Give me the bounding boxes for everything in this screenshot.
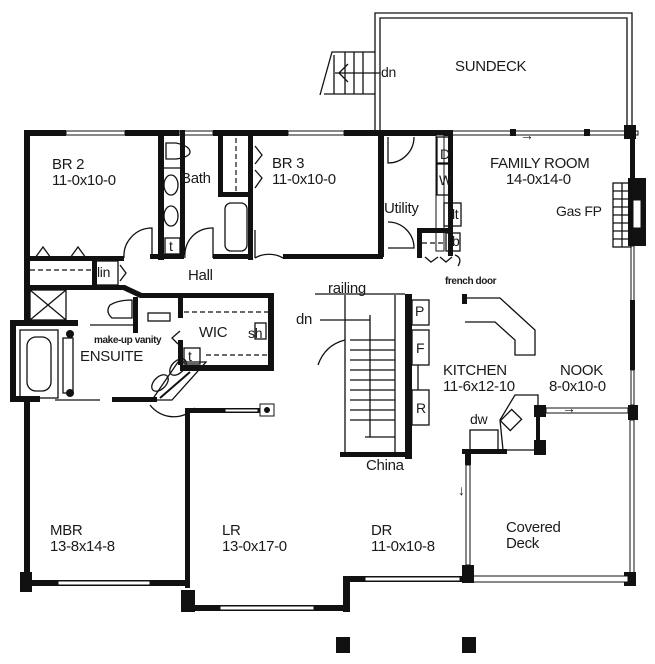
room-label-hall: Hall	[188, 267, 213, 284]
utility-walls	[387, 130, 462, 267]
laundry-tub-label: lt	[452, 206, 459, 222]
dryer-label: D	[440, 146, 450, 162]
shower-label: sh	[248, 325, 263, 341]
room-label-dr: DR	[371, 522, 393, 539]
room-label-utility: Utility	[384, 200, 419, 217]
room-dims-br3: 11-0x10-0	[272, 171, 336, 188]
ensuite-toilet-label: t	[188, 348, 192, 364]
room-dims-family-room: 14-0x14-0	[506, 171, 571, 188]
gas-fireplace	[612, 182, 642, 248]
exterior-walls	[20, 125, 646, 612]
bedroom-wing-walls	[24, 130, 384, 290]
refrigerator-label: R	[416, 400, 426, 416]
dishwasher-label: dw	[470, 411, 488, 427]
main-stairs-dn-label: dn	[296, 311, 313, 328]
ensuite-wic-walls	[10, 285, 274, 418]
room-label-wic: WIC	[199, 324, 228, 341]
room-label-br2: BR 2	[52, 156, 85, 173]
room-dims-kitchen: 11-6x12-10	[443, 378, 515, 395]
porch-post-right	[462, 637, 476, 653]
room-dims-mbr: 13-8x14-8	[50, 538, 115, 555]
freezer-label: F	[416, 340, 425, 356]
sundeck-outline	[319, 12, 633, 130]
room-label-kitchen: KITCHEN	[443, 362, 507, 379]
room-label-sundeck: SUNDECK	[455, 58, 527, 75]
room-label-lr: LR	[222, 522, 241, 539]
washer-label: W	[439, 172, 452, 188]
room-label-nook: NOOK	[560, 362, 603, 379]
gas-fp-label: Gas FP	[556, 203, 602, 219]
railing-label: railing	[328, 280, 366, 297]
room-dims-dr: 11-0x10-8	[371, 538, 435, 555]
room-label-br3: BR 3	[272, 155, 305, 172]
bath-toilet-label: t	[169, 238, 173, 254]
pantry-label: P	[415, 303, 425, 319]
room-label-covered-deck: Covered	[506, 519, 561, 536]
room-label-bath: Bath	[181, 170, 211, 187]
stair-kitchen-walls	[315, 293, 629, 459]
room-dims-nook: 8-0x10-0	[549, 378, 606, 395]
porch-post-left	[336, 637, 350, 653]
room-label-ensuite: ENSUITE	[80, 348, 143, 365]
room-label-covered-deck-2: Deck	[506, 535, 539, 552]
room-dims-lr: 13-0x17-0	[222, 538, 287, 555]
makeup-vanity-label: make-up vanity	[94, 335, 162, 346]
slider-arrow-family: →	[520, 127, 534, 143]
bench-label: b	[452, 233, 460, 249]
room-label-family-room: FAMILY ROOM	[490, 155, 590, 172]
slider-arrow-dr: ↓	[458, 482, 465, 498]
china-label: China	[366, 457, 404, 474]
linen-label: lin	[97, 264, 111, 280]
french-door-label: french door	[445, 276, 497, 287]
room-label-mbr: MBR	[50, 522, 83, 539]
slider-arrow-nook: →	[562, 400, 576, 416]
deck-stairs-dn-label: dn	[381, 64, 396, 80]
room-dims-br2: 11-0x10-0	[52, 172, 116, 189]
